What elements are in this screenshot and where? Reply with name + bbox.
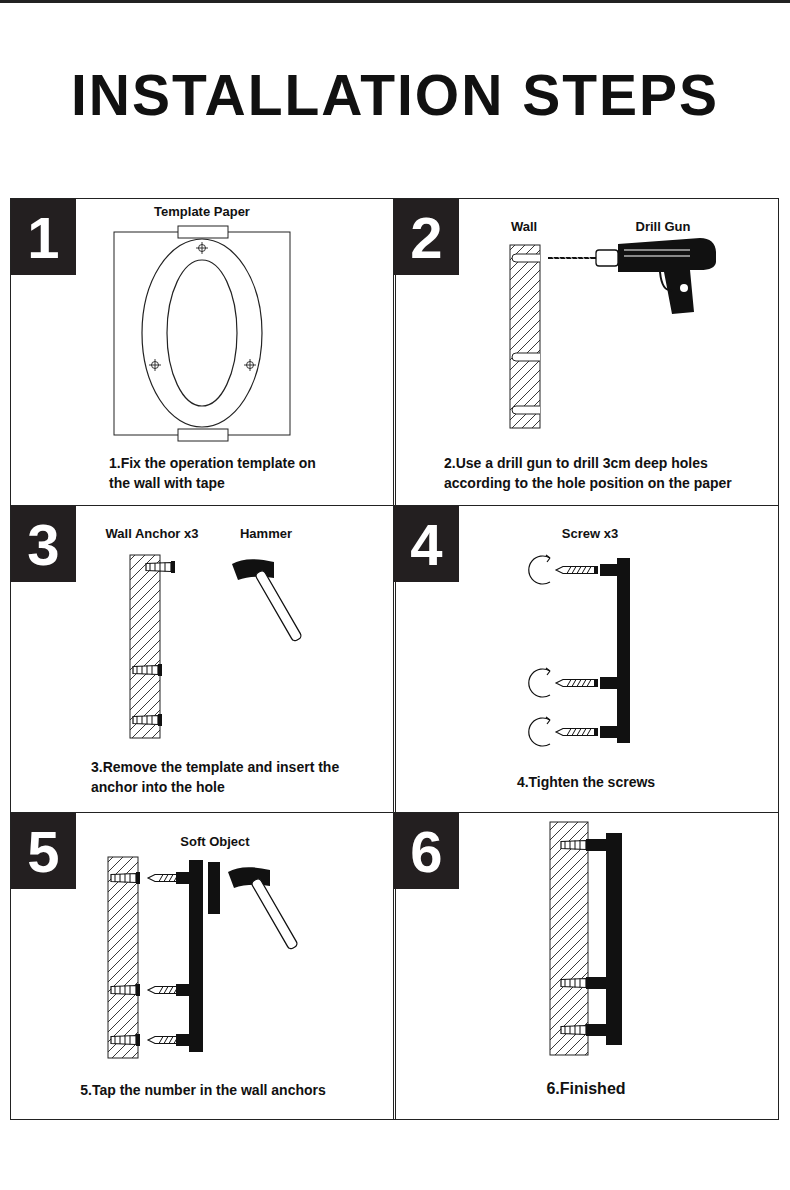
step-panel: 4.Tighten the screws 4	[393, 505, 779, 813]
step-panel: 6.Finished 6	[393, 812, 779, 1120]
step-caption: 2.Use a drill gun to drill 3cm deep hole…	[444, 453, 754, 493]
step-panel: 1.Fix the operation template on the wall…	[10, 198, 396, 506]
step-number-text: 5	[27, 818, 59, 885]
step-panel: 3.Remove the template and insert the anc…	[10, 505, 396, 813]
step-caption: 1.Fix the operation template on the wall…	[109, 453, 334, 493]
step-number-text: 6	[410, 818, 442, 885]
step-caption: 3.Remove the template and insert the anc…	[91, 757, 341, 797]
step-number: 4	[394, 506, 459, 582]
step-number: 3	[11, 506, 76, 582]
step-number: 6	[394, 813, 459, 889]
part-label: Hammer	[238, 526, 294, 541]
part-label: Screw x3	[560, 526, 620, 541]
part-label: Soft Object	[178, 834, 251, 849]
step-caption: 4.Tighten the screws	[394, 772, 778, 792]
step-caption: 5.Tap the number in the wall anchors	[11, 1080, 395, 1100]
part-label: Template Paper	[152, 204, 252, 219]
step-number-text: 3	[27, 511, 59, 578]
step-number-text: 1	[27, 204, 59, 271]
step-caption: 6.Finished	[394, 1079, 778, 1099]
step-number: 1	[11, 199, 76, 275]
step-number-text: 2	[410, 204, 442, 271]
step-number: 5	[11, 813, 76, 889]
part-label: Wall Anchor x3	[104, 526, 201, 541]
page-title: INSTALLATION STEPS	[0, 62, 790, 128]
part-label: Wall	[509, 219, 539, 234]
step-panel: 2.Use a drill gun to drill 3cm deep hole…	[393, 198, 779, 506]
step-number-text: 4	[410, 511, 442, 578]
part-label: Drill Gun	[634, 219, 693, 234]
step-panel: 5.Tap the number in the wall anchors 5	[10, 812, 396, 1120]
step-number: 2	[394, 199, 459, 275]
